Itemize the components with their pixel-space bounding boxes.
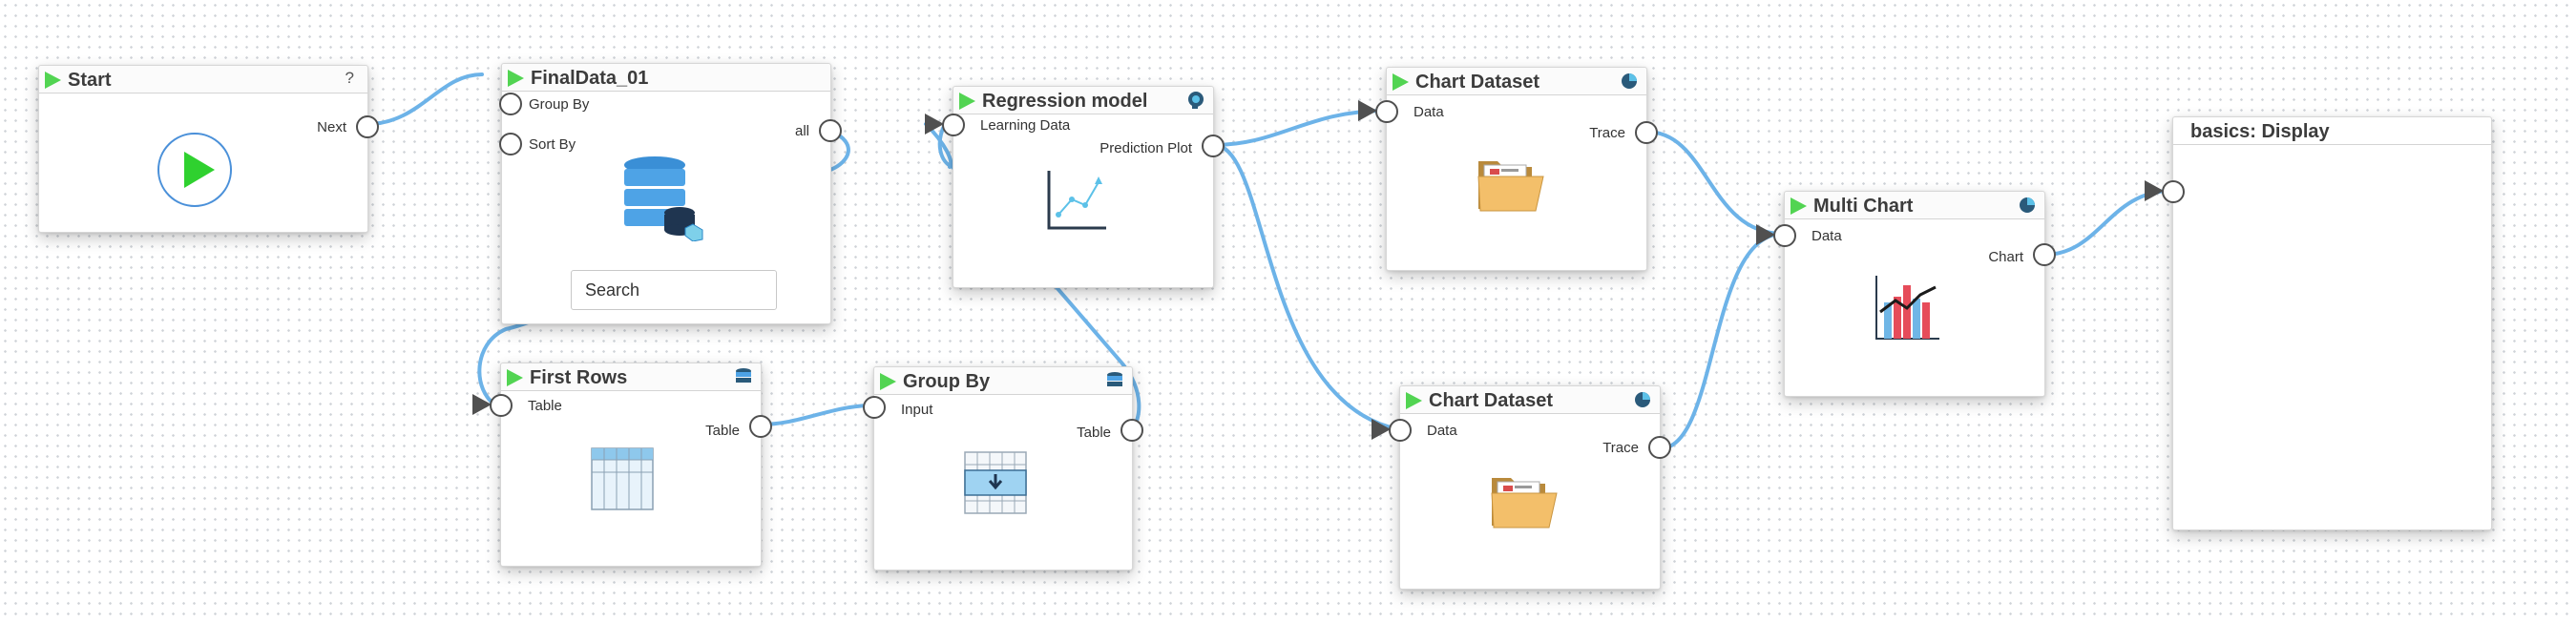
port-label-next: Next	[317, 119, 346, 135]
port-label-table-out: Table	[1077, 425, 1111, 441]
folder-icon	[1477, 161, 1544, 212]
port-label-input: Input	[901, 402, 933, 418]
node-finaldata[interactable]: FinalData_01 Group By Sort By all	[499, 63, 842, 324]
node-title: Start	[68, 70, 112, 91]
node-title: FinalData_01	[531, 68, 649, 89]
port-label-sort-by: Sort By	[529, 136, 576, 153]
search-input[interactable]	[571, 270, 777, 310]
input-arrow	[925, 114, 944, 135]
node-title: Chart Dataset	[1415, 72, 1540, 93]
run-icon[interactable]	[1791, 197, 1807, 215]
output-port-table[interactable]	[1120, 419, 1143, 442]
node-header[interactable]: Chart Dataset	[1400, 386, 1660, 414]
input-port-data[interactable]	[1773, 224, 1796, 247]
wire-firstrows-to-groupby	[758, 404, 875, 426]
output-port-trace[interactable]	[1635, 121, 1658, 144]
port-label-group-by: Group By	[529, 96, 590, 113]
port-label-chart: Chart	[1988, 249, 2023, 265]
port-label-table-out: Table	[705, 423, 740, 439]
node-title: Regression model	[982, 91, 1148, 112]
pie-chart-icon	[1635, 392, 1650, 407]
play-circle-icon[interactable]	[157, 133, 232, 207]
output-port-next[interactable]	[356, 115, 379, 138]
input-port-table[interactable]	[490, 394, 513, 417]
input-arrow	[472, 394, 492, 415]
table-grid-icon	[591, 447, 654, 510]
node-start[interactable]: Start ? Next	[38, 65, 379, 233]
port-label-prediction-plot: Prediction Plot	[1100, 140, 1192, 156]
pie-chart-icon	[1622, 73, 1637, 89]
node-group-by[interactable]: Group By Input Table	[863, 366, 1143, 570]
wire-chartdataset1-to-multichart	[1644, 130, 1785, 236]
folder-icon	[1491, 478, 1558, 529]
run-icon[interactable]	[959, 93, 975, 110]
bar-line-chart-icon	[1875, 276, 1939, 340]
database-icon	[624, 156, 703, 241]
wire-regression-to-chartdataset2	[1212, 143, 1400, 431]
port-label-data: Data	[1427, 423, 1457, 439]
node-chart-dataset-2[interactable]: Chart Dataset Data Trace	[1372, 385, 1671, 590]
wire-chartdataset2-to-multichart	[1659, 232, 1785, 450]
input-port-group-by[interactable]	[499, 93, 522, 115]
port-label-data: Data	[1414, 104, 1444, 120]
node-title: First Rows	[530, 367, 628, 388]
run-icon[interactable]	[508, 70, 524, 87]
input-arrow	[1372, 419, 1391, 440]
node-display[interactable]: basics: Display	[2145, 116, 2492, 530]
run-icon[interactable]	[880, 373, 896, 390]
run-icon[interactable]	[507, 369, 523, 386]
input-arrow	[1756, 224, 1775, 245]
input-arrow	[1358, 100, 1377, 121]
node-chart-dataset-1[interactable]: Chart Dataset Data Trace	[1358, 67, 1658, 271]
port-label-all: all	[794, 123, 809, 139]
port-label-trace: Trace	[1589, 125, 1625, 141]
output-port-trace[interactable]	[1648, 436, 1671, 459]
input-port-data[interactable]	[1375, 100, 1398, 123]
node-title: Group By	[903, 371, 991, 392]
node-header[interactable]: Regression model	[953, 87, 1213, 114]
ai-head-icon	[1188, 92, 1204, 109]
output-port-prediction-plot[interactable]	[1202, 135, 1225, 157]
run-icon[interactable]	[1393, 73, 1409, 91]
node-header[interactable]: basics: Display	[2173, 117, 2491, 145]
node-multi-chart[interactable]: Multi Chart Data Chart	[1756, 191, 2056, 397]
node-title: basics: Display	[2190, 121, 2330, 142]
table-group-icon	[964, 451, 1027, 514]
output-port-table[interactable]	[749, 415, 772, 438]
database-small-icon	[1107, 372, 1122, 386]
input-port-display[interactable]	[2162, 180, 2185, 203]
input-arrow	[2145, 180, 2164, 201]
node-header[interactable]: Group By	[874, 367, 1132, 395]
node-title: Chart Dataset	[1429, 390, 1554, 411]
pie-chart-icon	[2020, 197, 2035, 213]
node-regression-model[interactable]: Regression model Learning Data Predictio…	[925, 86, 1225, 288]
run-icon[interactable]	[1406, 392, 1422, 409]
line-chart-icon	[1047, 171, 1106, 230]
port-label-data: Data	[1812, 228, 1842, 244]
input-port-learning-data[interactable]	[942, 114, 965, 136]
node-header[interactable]: Multi Chart	[1785, 192, 2044, 219]
port-label-trace: Trace	[1602, 440, 1639, 456]
input-port-data[interactable]	[1389, 419, 1412, 442]
run-icon[interactable]	[45, 72, 61, 89]
output-port-chart[interactable]	[2033, 243, 2056, 266]
port-label-table-in: Table	[528, 398, 562, 414]
output-port-all[interactable]	[819, 119, 842, 142]
node-header[interactable]: Chart Dataset	[1387, 68, 1646, 95]
node-title: Multi Chart	[1813, 196, 1914, 217]
node-header[interactable]: Start ?	[39, 66, 367, 93]
database-small-icon	[736, 368, 751, 383]
node-first-rows[interactable]: First Rows Table Table	[472, 363, 772, 567]
input-port-input[interactable]	[863, 396, 886, 419]
wire-start-to-finaldata	[366, 73, 484, 126]
node-header[interactable]: First Rows	[501, 363, 761, 391]
node-header[interactable]: FinalData_01	[502, 64, 830, 92]
help-icon[interactable]: ?	[345, 69, 354, 87]
input-port-sort-by[interactable]	[499, 133, 522, 156]
port-label-learning-data: Learning Data	[980, 117, 1071, 134]
